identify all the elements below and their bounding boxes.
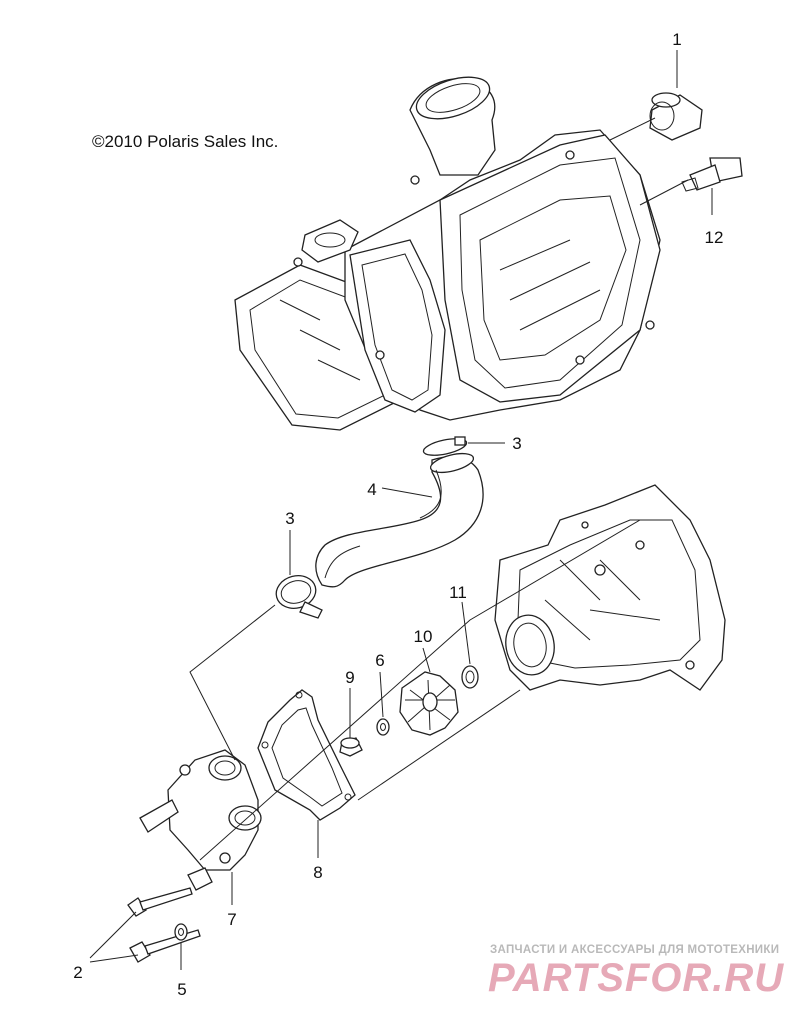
part-9-plug	[339, 737, 363, 757]
part-3-clamp-upper	[422, 436, 468, 456]
part-8-gasket	[257, 689, 356, 821]
callout-6: 6	[375, 651, 384, 670]
callout-5: 5	[177, 980, 186, 999]
part-1-plug	[649, 92, 703, 141]
cylinder-head	[234, 76, 661, 431]
part-11-seal	[461, 665, 479, 689]
part-10-impeller	[399, 671, 459, 736]
watermark-logo: PARTSFOR.RU	[488, 956, 785, 1000]
callout-1: 1	[672, 30, 681, 49]
callout-7: 7	[227, 910, 236, 929]
crankcase	[494, 484, 726, 691]
leader-lines	[89, 50, 713, 970]
callout-8: 8	[313, 863, 322, 882]
part-6-washer	[376, 718, 390, 736]
copyright-notice: ©2010 Polaris Sales Inc.	[92, 132, 279, 151]
part-5-washer	[174, 923, 188, 941]
part-3-clamp-lower	[275, 575, 323, 619]
callout-numbers: 1 12 3 4 3 11 10 9 6 8 7 2 5	[73, 30, 723, 999]
callout-3-lower: 3	[285, 509, 294, 528]
callout-3-upper: 3	[512, 434, 521, 453]
callout-9: 9	[345, 668, 354, 687]
part-2-bolts	[127, 867, 213, 963]
watermark-tagline: ЗАПЧАСТИ И АКСЕССУАРЫ ДЛЯ МОТОТЕХНИКИ	[490, 944, 780, 956]
part-4-hose	[315, 452, 484, 588]
callout-12: 12	[705, 228, 724, 247]
callout-4: 4	[367, 480, 376, 499]
callout-2: 2	[73, 963, 82, 982]
part-12-sensor	[681, 157, 743, 192]
callout-11: 11	[449, 583, 467, 602]
callout-10: 10	[414, 627, 433, 646]
part-7-pump-cover	[139, 749, 262, 871]
